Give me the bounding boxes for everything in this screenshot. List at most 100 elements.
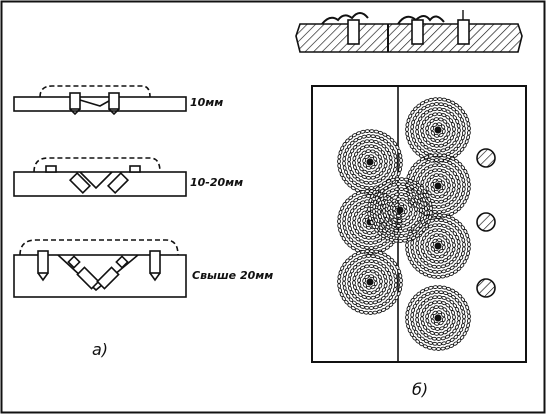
weld-bead <box>364 259 370 264</box>
weld-bead <box>362 162 368 168</box>
weld-bead <box>368 139 375 143</box>
clamp-outline-10-20mm <box>33 157 161 173</box>
weld-bead <box>423 210 428 216</box>
weld-bead <box>395 197 401 201</box>
weld-bead <box>467 181 471 188</box>
stud-10-20mm-right <box>106 171 130 195</box>
weld-bead <box>415 240 420 247</box>
weld-bead <box>438 331 444 336</box>
weld-bead <box>384 278 388 284</box>
weld-bead <box>368 246 375 250</box>
weld-bead <box>437 97 443 101</box>
weld-bead <box>342 276 347 282</box>
weld-bead <box>432 213 438 217</box>
weld-bead <box>389 159 393 166</box>
weld-bead <box>435 275 442 279</box>
weld-bead <box>420 128 424 134</box>
weld-bead <box>438 248 444 254</box>
weld-bead <box>425 186 430 192</box>
weld-spiral-center <box>366 278 374 286</box>
weld-bead <box>436 107 443 111</box>
weld-bead <box>365 269 371 273</box>
weld-bead <box>410 312 415 318</box>
weld-bead <box>368 181 374 185</box>
weld-bead <box>434 327 441 331</box>
weld-bead <box>430 318 436 324</box>
weld-bead <box>352 160 356 166</box>
weld-bead <box>338 227 343 233</box>
weld-bead <box>403 233 409 238</box>
weld-bead <box>462 181 466 188</box>
weld-bead <box>432 163 438 168</box>
weld-bead <box>410 249 415 255</box>
weld-bead <box>399 157 403 164</box>
weld-bead <box>436 163 443 167</box>
weld-bead <box>364 139 370 144</box>
weld-bead <box>461 309 466 315</box>
weld-bead <box>429 205 433 212</box>
weld-bead <box>431 148 437 153</box>
weld-bead <box>337 218 341 224</box>
joint-10-20mm <box>13 157 187 197</box>
weld-bead <box>406 323 411 329</box>
weld-bead <box>433 260 440 264</box>
weld-bead <box>372 213 377 219</box>
weld-bead <box>461 318 466 324</box>
stud-10mm-right-tip <box>108 108 120 116</box>
weld-bead <box>396 219 403 223</box>
weld-bead <box>363 240 369 245</box>
thickness-label-over-20mm: Свыше 20мм <box>192 269 274 282</box>
weld-bead <box>398 187 405 191</box>
weld-bead <box>425 125 429 131</box>
weld-bead <box>361 254 367 259</box>
weld-bead <box>347 276 352 283</box>
weld-bead <box>357 217 361 223</box>
weld-bead <box>440 274 446 279</box>
weld-bead <box>368 215 373 221</box>
weld-spiral-center <box>434 242 442 250</box>
weld-bead <box>432 112 438 117</box>
weld-bead <box>364 249 370 253</box>
weld-bead <box>436 337 442 341</box>
weld-bead <box>364 185 370 190</box>
weld-bead <box>431 274 437 279</box>
weld-bead <box>447 242 451 249</box>
weld-bead <box>432 238 438 244</box>
weld-bead <box>438 102 444 107</box>
weld-bead <box>438 188 444 194</box>
weld-bead <box>438 143 444 148</box>
stud-10mm-left <box>69 92 81 110</box>
weld-spiral-center <box>434 314 442 322</box>
weld-bead <box>347 161 351 167</box>
weld-bead <box>425 318 430 324</box>
weld-bead <box>357 282 362 288</box>
weld-bead <box>436 223 443 227</box>
weld-bead <box>428 201 433 207</box>
panel-label-b: б) <box>412 380 429 399</box>
weld-bead <box>337 223 342 229</box>
weld-bead <box>372 276 378 282</box>
weld-bead <box>342 285 347 291</box>
weld-bead <box>430 186 436 192</box>
stud-10mm-right <box>108 92 120 110</box>
weld-bead <box>436 168 443 172</box>
weld-bead <box>390 177 396 182</box>
weld-bead <box>361 134 367 139</box>
weld-bead <box>342 280 346 287</box>
weld-bead <box>393 282 398 288</box>
weld-bead <box>368 241 374 245</box>
weld-bead <box>429 210 433 216</box>
weld-bead <box>405 122 410 128</box>
weld-bead <box>357 157 361 163</box>
weld-bead <box>389 279 393 286</box>
weld-bead <box>409 206 413 213</box>
weld-bead <box>372 204 377 210</box>
weld-bead <box>438 259 444 264</box>
weld-bead <box>425 241 429 247</box>
weld-bead <box>410 133 415 139</box>
weld-bead <box>366 171 373 175</box>
weld-bead <box>367 202 372 208</box>
weld-bead <box>364 144 370 149</box>
weld-bead <box>377 204 382 211</box>
weld-bead <box>447 182 451 189</box>
